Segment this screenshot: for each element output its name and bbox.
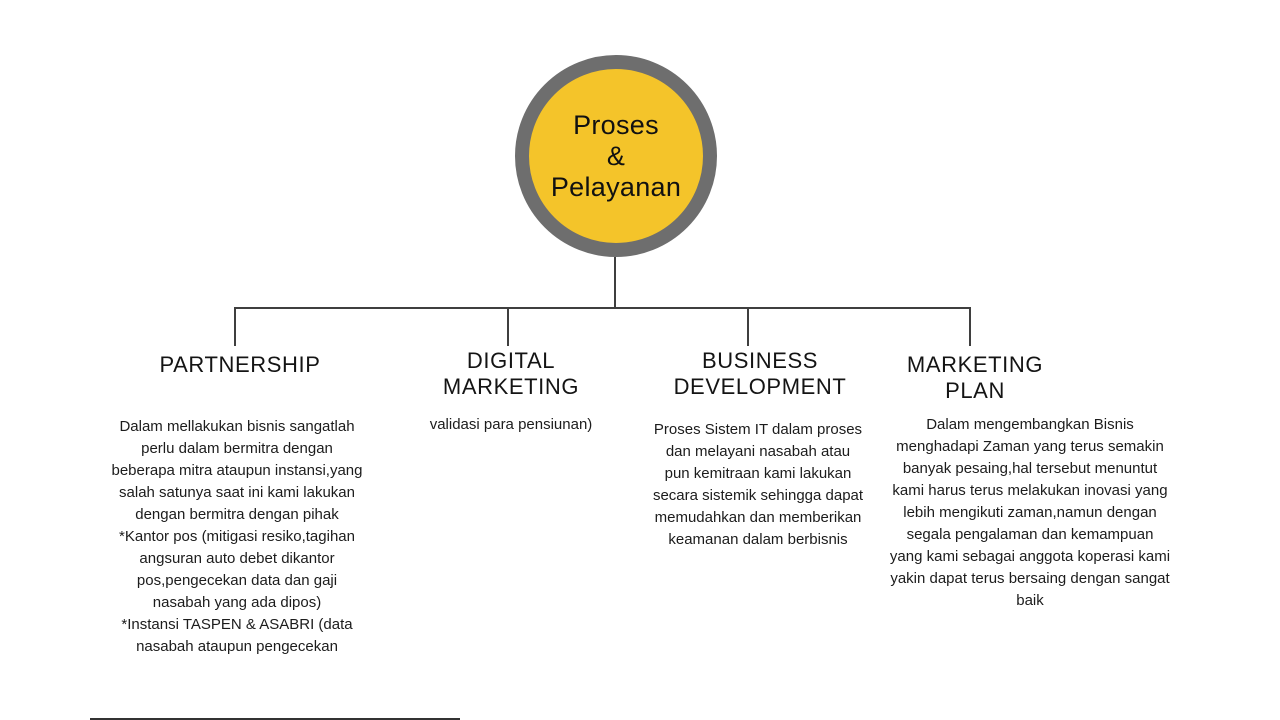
branch-title-marketing-plan: MARKETING PLAN [906,352,1044,403]
branch-body-partnership: Dalam mellakukan bisnis sangatlah perlu … [111,418,363,655]
branch-title-digital-marketing: DIGITAL MARKETING [442,348,580,399]
branch-title-business-development: BUSINESS DEVELOPMENT [673,348,847,399]
connector-drop-partnership [234,309,236,346]
branch-body-marketing-plan: Dalam mengembangkan Bisnis menghadapi Za… [889,416,1171,609]
branch-title-partnership: PARTNERSHIP [159,352,321,377]
connector-drop-marketing-plan [969,309,971,346]
root-node-label: Proses & Pelayanan [550,109,682,202]
branch-body-digital-marketing: validasi para pensiunan) [429,416,593,433]
branch-body-business-development: Proses Sistem IT dalam proses dan melaya… [652,421,864,548]
slide-bottom-edge-line [90,718,460,720]
connector-drop-business-development [747,309,749,346]
connector-stem [614,257,616,308]
root-node-circle: Proses & Pelayanan [515,55,717,257]
connector-horizontal-bar [234,307,971,309]
connector-drop-digital-marketing [507,309,509,346]
